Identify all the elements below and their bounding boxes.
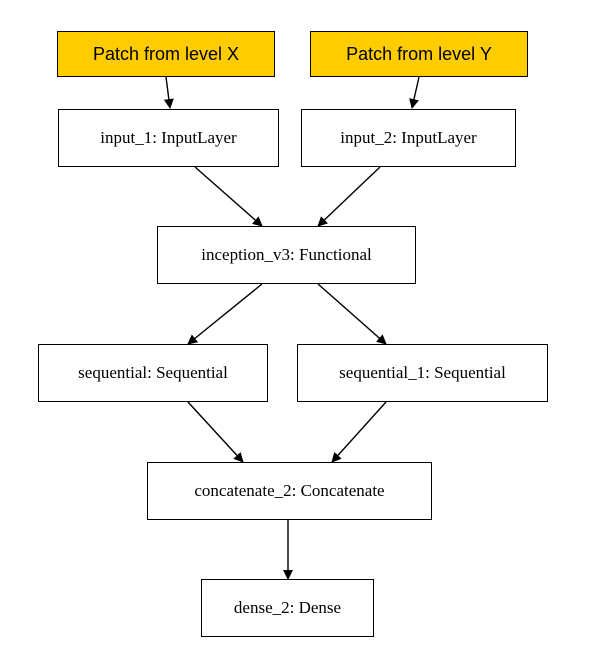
note-label: Patch from level X xyxy=(92,43,240,64)
node-inception-v3: inception_v3: Functional xyxy=(157,226,416,284)
edge-arrow-note-y-to-input-2 xyxy=(409,76,420,109)
node-label: sequential: Sequential xyxy=(78,363,228,382)
note-patch-level-x: Patch from level X xyxy=(57,31,275,77)
node-sequential: sequential: Sequential xyxy=(38,344,268,402)
edge-arrow-sequential-1-to-concatenate-2 xyxy=(331,401,387,463)
node-label: dense_2: Dense xyxy=(233,598,342,617)
node-label: sequential_1: Sequential xyxy=(339,363,506,382)
node-label: inception_v3: Functional xyxy=(201,245,372,264)
note-patch-level-y: Patch from level Y xyxy=(310,31,528,77)
node-sequential-1: sequential_1: Sequential xyxy=(297,344,548,402)
edge-arrow-inception-v3-to-sequential-1 xyxy=(317,283,387,345)
node-input-2: input_2: InputLayer xyxy=(301,109,516,167)
edge-arrow-sequential-to-concatenate-2 xyxy=(187,401,244,463)
edge-arrow-inception-v3-to-sequential xyxy=(187,283,263,345)
node-dense-2: dense_2: Dense xyxy=(201,579,374,637)
node-label: input_1: InputLayer xyxy=(100,128,237,147)
node-label: concatenate_2: Concatenate xyxy=(194,481,385,500)
edge-arrow-input-2-to-inception-v3 xyxy=(317,166,381,227)
edge-arrow-input-1-to-inception-v3 xyxy=(194,166,263,227)
node-label: input_2: InputLayer xyxy=(340,128,477,147)
edge-arrow-note-x-to-input-1 xyxy=(163,76,174,109)
node-input-1: input_1: InputLayer xyxy=(58,109,279,167)
note-label: Patch from level Y xyxy=(346,43,492,64)
node-concatenate-2: concatenate_2: Concatenate xyxy=(147,462,432,520)
